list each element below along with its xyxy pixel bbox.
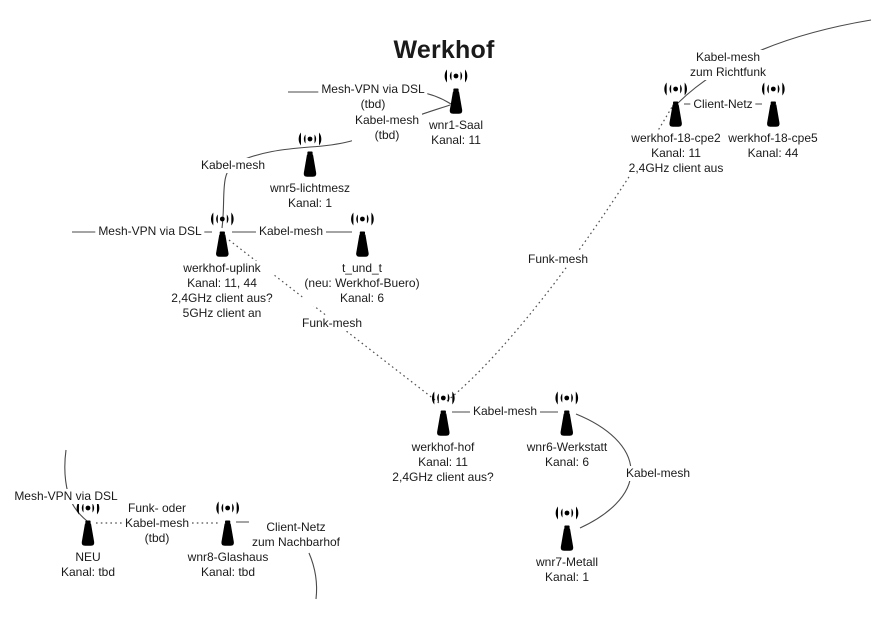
edge-label-line: (tbd) xyxy=(374,128,400,142)
edge-label-line: Kabel-mesh xyxy=(625,466,691,480)
edge-label-wnr6-wnr7: Kabel-mesh xyxy=(622,466,694,481)
antenna-icon xyxy=(350,212,374,257)
edge-label-line: Kabel-mesh xyxy=(124,516,190,530)
edge-label-uplink-dsl: Mesh-VPN via DSL xyxy=(95,224,205,239)
node-detail: Kanal: 11, 44 xyxy=(187,276,257,290)
node-name: werkhof-18-cpe5 xyxy=(728,131,818,145)
antenna-icon xyxy=(216,501,240,546)
edge-label-line: (tbd) xyxy=(144,531,170,545)
node-detail: Kanal: tbd xyxy=(60,565,116,579)
antenna-icon xyxy=(431,391,455,436)
antenna-icon xyxy=(555,391,579,436)
edge-label-line: Kabel-mesh xyxy=(354,113,420,127)
edge-label-wnr8-nachbarhof: Client-Netz zum Nachbarhof xyxy=(248,520,344,550)
edge-label-line: (tbd) xyxy=(360,97,386,111)
edge-label-uplink-wnr5: Kabel-mesh xyxy=(197,158,269,173)
node-detail: Kanal: 11 xyxy=(651,146,701,160)
edge-label-line: Kabel-mesh xyxy=(200,158,266,172)
node-detail: 5GHz client an xyxy=(182,306,262,320)
node-name: wnr5-lichtmesz xyxy=(269,181,351,195)
node-detail: 2,4GHz client aus? xyxy=(392,470,494,484)
edge-label-line: Mesh-VPN via DSL xyxy=(14,489,118,503)
node-detail: (neu: Werkhof-Buero) xyxy=(304,276,420,290)
edge-label-line: Mesh-VPN via DSL xyxy=(321,82,425,96)
edge-label-neu-dsl: Mesh-VPN via DSL xyxy=(11,489,121,504)
antenna-icon xyxy=(298,132,322,177)
edge-label-line: Client-Netz xyxy=(266,520,326,534)
edge-label-line: Kabel-mesh xyxy=(258,224,324,238)
edge-label-line: Kabel-mesh xyxy=(695,50,761,64)
edge-label-uplink-hof: Funk-mesh xyxy=(298,316,366,331)
edge-label-line: Funk-mesh xyxy=(527,252,589,266)
edge-label-wnr1-wnr5: Kabel-mesh (tbd) xyxy=(351,113,423,143)
edge-label-hof-wnr6: Kabel-mesh xyxy=(469,404,541,419)
edge-label-line: Funk-mesh xyxy=(301,316,363,330)
node-name: wnr1-Saal xyxy=(428,118,484,132)
antenna-icon xyxy=(555,506,579,551)
node-detail: Kanal: 1 xyxy=(544,570,590,584)
edge-label-cpe2-cpe5: Client-Netz xyxy=(690,97,756,112)
edge-label-cpe2-hof: Funk-mesh xyxy=(524,252,592,267)
node-detail: Kanal: 6 xyxy=(544,455,590,469)
node-name: wnr6-Werkstatt xyxy=(526,440,608,454)
antenna-icon xyxy=(664,82,688,127)
antenna-icon xyxy=(444,69,468,114)
node-detail: Kanal: 44 xyxy=(747,146,799,160)
edge-nachbarhof xyxy=(308,552,318,600)
edge-label-line: Kabel-mesh xyxy=(472,404,538,418)
node-name: t_und_t xyxy=(341,261,383,275)
node-name: NEU xyxy=(75,550,101,564)
edge-label-wnr1-dsl: Mesh-VPN via DSL (tbd) xyxy=(318,82,428,112)
edge-label-line: Client-Netz xyxy=(693,97,753,111)
node-name: werkhof-hof xyxy=(411,440,475,454)
edge-label-line: Mesh-VPN via DSL xyxy=(98,224,202,238)
edge-label-line: Funk- oder xyxy=(127,501,187,515)
node-name: wnr7-Metall xyxy=(535,555,599,569)
node-t-und-t: t_und_t(neu: Werkhof-Buero)Kanal: 6 xyxy=(302,211,422,306)
edge-label-neu-wnr8: Funk- oder Kabel-mesh (tbd) xyxy=(121,501,193,546)
node-name: werkhof-18-cpe2 xyxy=(631,131,721,145)
edge-label-cpe2-richtfunk: Kabel-mesh zum Richtfunk xyxy=(686,50,770,80)
node-name: werkhof-uplink xyxy=(183,261,261,275)
page-title: Werkhof xyxy=(393,36,495,64)
edge-label-line: zum Richtfunk xyxy=(689,65,767,79)
node-detail: Kanal: tbd xyxy=(200,565,256,579)
node-detail: Kanal: 11 xyxy=(431,133,481,147)
node-name: wnr8-Glashaus xyxy=(187,550,269,564)
antenna-icon xyxy=(76,501,100,546)
antenna-icon xyxy=(210,212,234,257)
node-detail: Kanal: 11 xyxy=(418,455,468,469)
edge-label-uplink-t-und-t: Kabel-mesh xyxy=(255,224,327,239)
node-detail: Kanal: 1 xyxy=(287,196,333,210)
antenna-icon xyxy=(761,82,785,127)
node-detail: 2,4GHz client aus xyxy=(628,161,724,175)
node-detail: 2,4GHz client aus? xyxy=(171,291,273,305)
node-detail: Kanal: 6 xyxy=(339,291,385,305)
edge-label-line: zum Nachbarhof xyxy=(251,535,341,549)
